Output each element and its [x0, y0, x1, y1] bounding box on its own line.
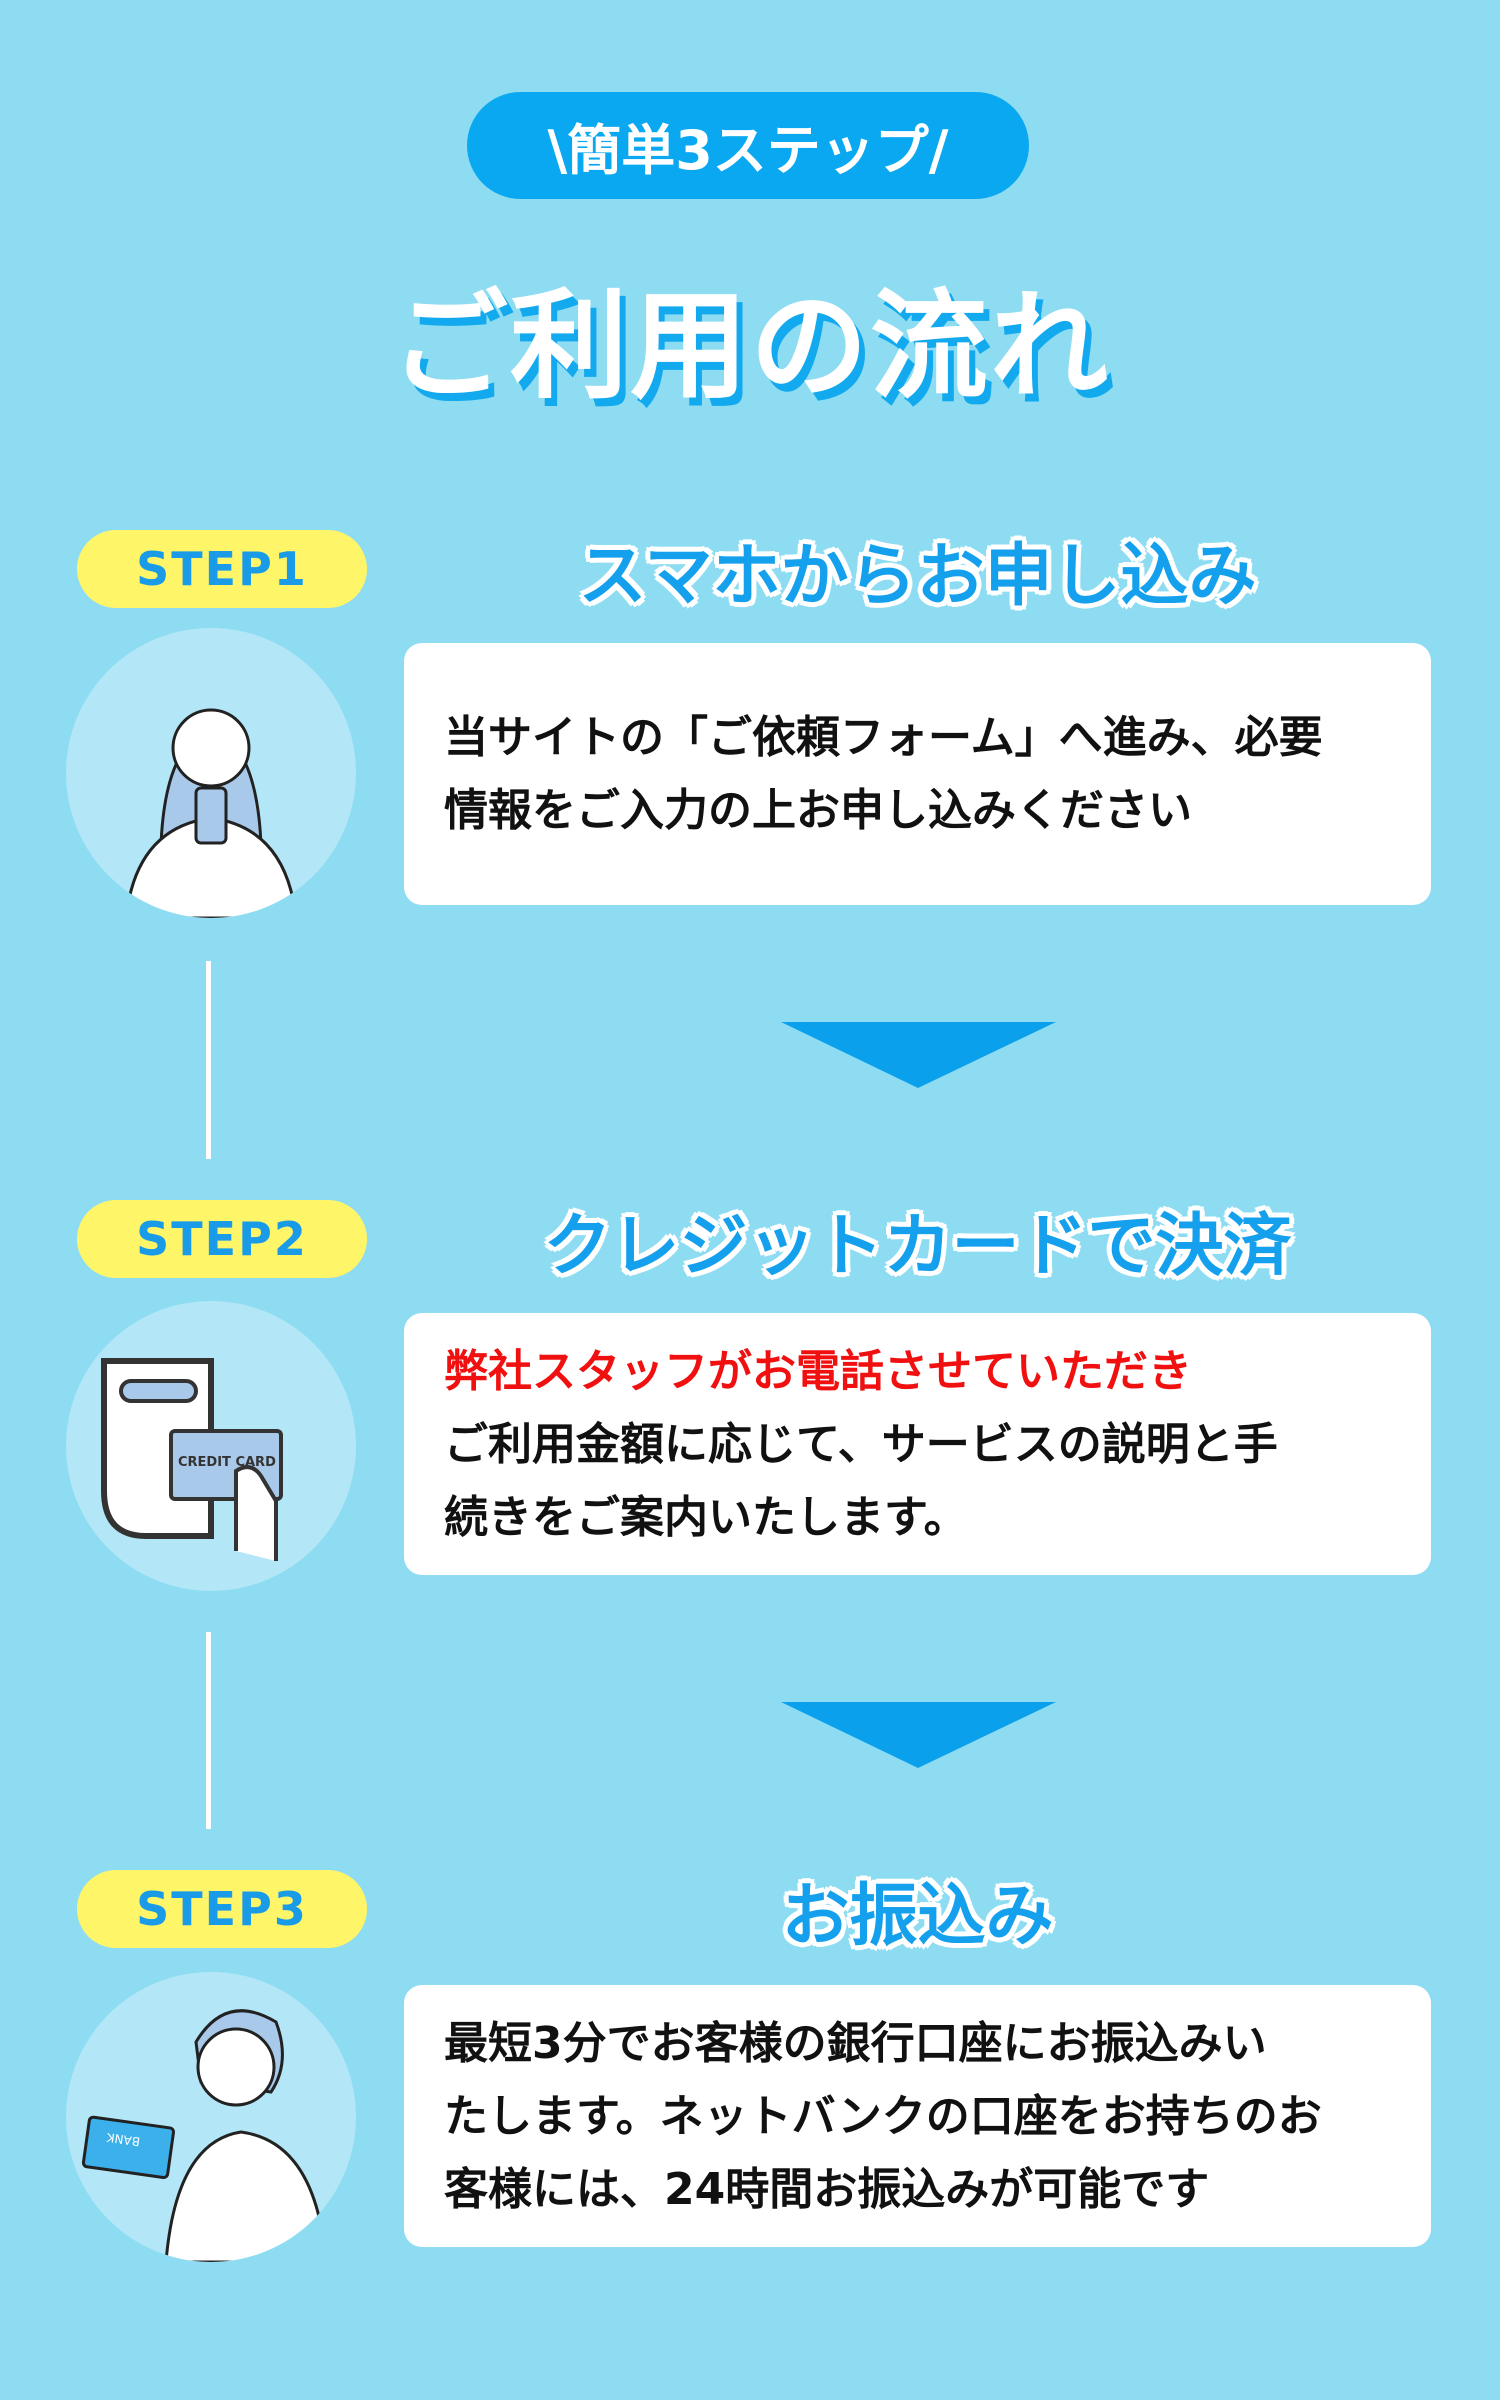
step1-heading: スマホからお申し込み: [578, 537, 1257, 616]
step3-line: 客様には、24時間お振込みが可能です: [444, 2163, 1210, 2215]
bank-text: BANK: [105, 2130, 141, 2149]
woman-smartphone-icon: [66, 628, 356, 918]
step2-line: ご利用金額に応じて、サービスの説明と手: [444, 1418, 1278, 1470]
connector-line: [206, 961, 211, 1159]
arrow-down-icon: [781, 1022, 1056, 1088]
step3-line: たします。ネットバンクの口座をお持ちのお: [444, 2090, 1322, 2142]
card-text: CREDIT CARD: [178, 1455, 276, 1470]
step3-heading: お振込み: [781, 1877, 1054, 1956]
step1-line: 当サイトの「ご依頼フォーム」へ進み、必要: [444, 712, 1323, 763]
credit-card-terminal-icon: CREDIT CARD: [66, 1301, 356, 1591]
step2-badge: STEP2: [77, 1200, 367, 1278]
three-steps-badge: \簡単3ステップ/: [467, 92, 1029, 199]
step3-badge: STEP3: [77, 1870, 367, 1948]
step3-description: 最短3分でお客様の銀行口座にお振込みい たします。ネットバンクの口座をお持ちのお…: [404, 1985, 1431, 2247]
arrow-down-icon: [781, 1702, 1056, 1768]
step2-highlight: 弊社スタッフがお電話させていただき: [444, 1345, 1192, 1397]
person-bankbook-icon: BANK: [66, 1972, 356, 2262]
step1-badge: STEP1: [77, 530, 367, 608]
step1-description: 当サイトの「ご依頼フォーム」へ進み、必要 情報をご入力の上お申し込みください: [404, 643, 1431, 905]
step2-description: 弊社スタッフがお電話させていただき ご利用金額に応じて、サービスの説明と手 続き…: [404, 1313, 1431, 1575]
step3-line: 最短3分でお客様の銀行口座にお振込みい: [444, 2017, 1267, 2069]
step2-line: 続きをご案内いたします。: [444, 1491, 968, 1543]
step2-heading: クレジットカードで決済: [543, 1207, 1292, 1286]
step1-line: 情報をご入力の上お申し込みください: [444, 785, 1192, 836]
page-title: ご利用の流れ: [389, 277, 1110, 415]
connector-line: [206, 1632, 211, 1829]
